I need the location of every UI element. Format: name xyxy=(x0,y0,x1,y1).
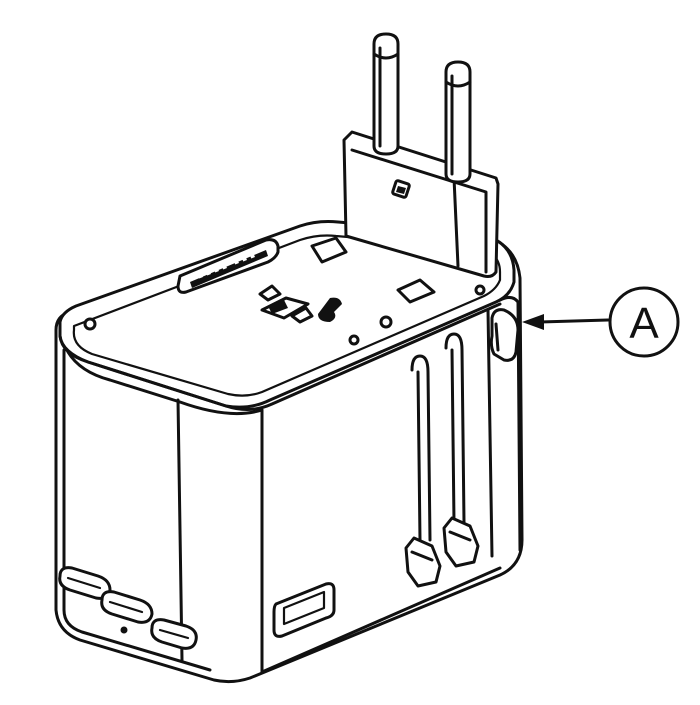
usb-c-port-icon xyxy=(150,618,198,650)
indicator-dot-icon xyxy=(120,626,128,634)
callout-label: A xyxy=(629,299,659,348)
usb-a-port-icon xyxy=(272,582,336,638)
outlet-socket xyxy=(258,236,436,324)
screw-hole-icon xyxy=(379,315,393,329)
eu-plug-pins-icon xyxy=(372,32,472,184)
eu-plug-head xyxy=(342,32,500,278)
label-plate xyxy=(176,238,280,294)
callout-arrow-icon xyxy=(538,318,610,324)
callout-circle xyxy=(608,286,680,358)
screw-hole-icon xyxy=(83,317,97,331)
side-slider-a xyxy=(486,295,522,558)
release-slider-icon xyxy=(404,332,480,588)
usb-c-port-icon xyxy=(100,590,154,624)
callout-a: A xyxy=(522,286,680,358)
screw-hole-icon xyxy=(348,334,360,346)
usb-c-port-icon xyxy=(58,566,112,600)
screw-hole-icon xyxy=(474,284,486,296)
adapter-top-face xyxy=(58,220,516,416)
